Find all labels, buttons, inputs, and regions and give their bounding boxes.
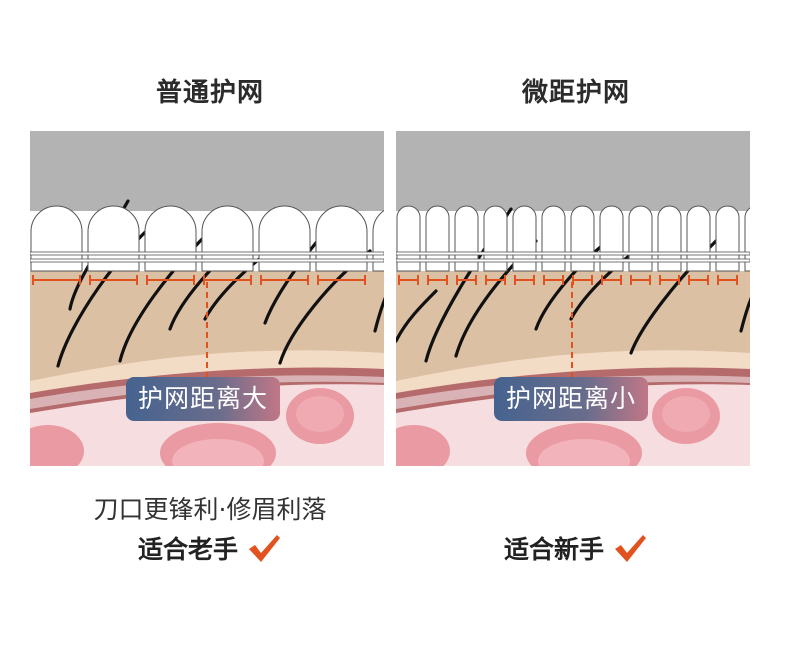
- standard-foil-diagram: [30, 131, 384, 466]
- foil-housing: [30, 131, 384, 211]
- hair-strand: [739, 296, 750, 333]
- left-suitable-label: 适合老手: [137, 535, 238, 564]
- cell-spot-inner: [662, 396, 710, 432]
- micro-foil-illustration: 护网距离小: [396, 131, 750, 466]
- cell-spot-inner: [538, 439, 630, 466]
- cell-spot-inner: [296, 396, 344, 432]
- foil-rail: [30, 258, 384, 263]
- right-suitable-label: 适合新手: [503, 535, 604, 564]
- cell-spot-inner: [172, 439, 264, 466]
- foil-rail: [30, 251, 384, 256]
- skin-highlight: [396, 350, 750, 401]
- right-panel-title: 微距护网: [521, 78, 630, 108]
- cell-spot: [396, 425, 450, 466]
- hair-strand: [373, 296, 384, 333]
- foil-rail: [396, 258, 750, 263]
- hair-strand: [396, 289, 438, 343]
- left-feature-caption: 刀口更锋利·修眉利落: [93, 495, 327, 524]
- right-suitable-row: 适合新手: [396, 530, 756, 566]
- left-distance-badge: 护网距离大: [126, 377, 281, 421]
- cell-spot: [30, 425, 84, 466]
- foil-rail: [396, 251, 750, 256]
- check-icon: [615, 535, 646, 562]
- standard-foil-illustration: 护网距离大: [30, 131, 384, 466]
- left-suitable-row: 适合老手: [30, 530, 390, 566]
- skin-highlight: [30, 350, 384, 401]
- foil-arch: [372, 209, 384, 272]
- foil-housing: [396, 131, 750, 211]
- left-panel-title: 普通护网: [155, 78, 264, 108]
- right-distance-badge: 护网距离小: [494, 377, 649, 421]
- check-icon: [249, 535, 280, 562]
